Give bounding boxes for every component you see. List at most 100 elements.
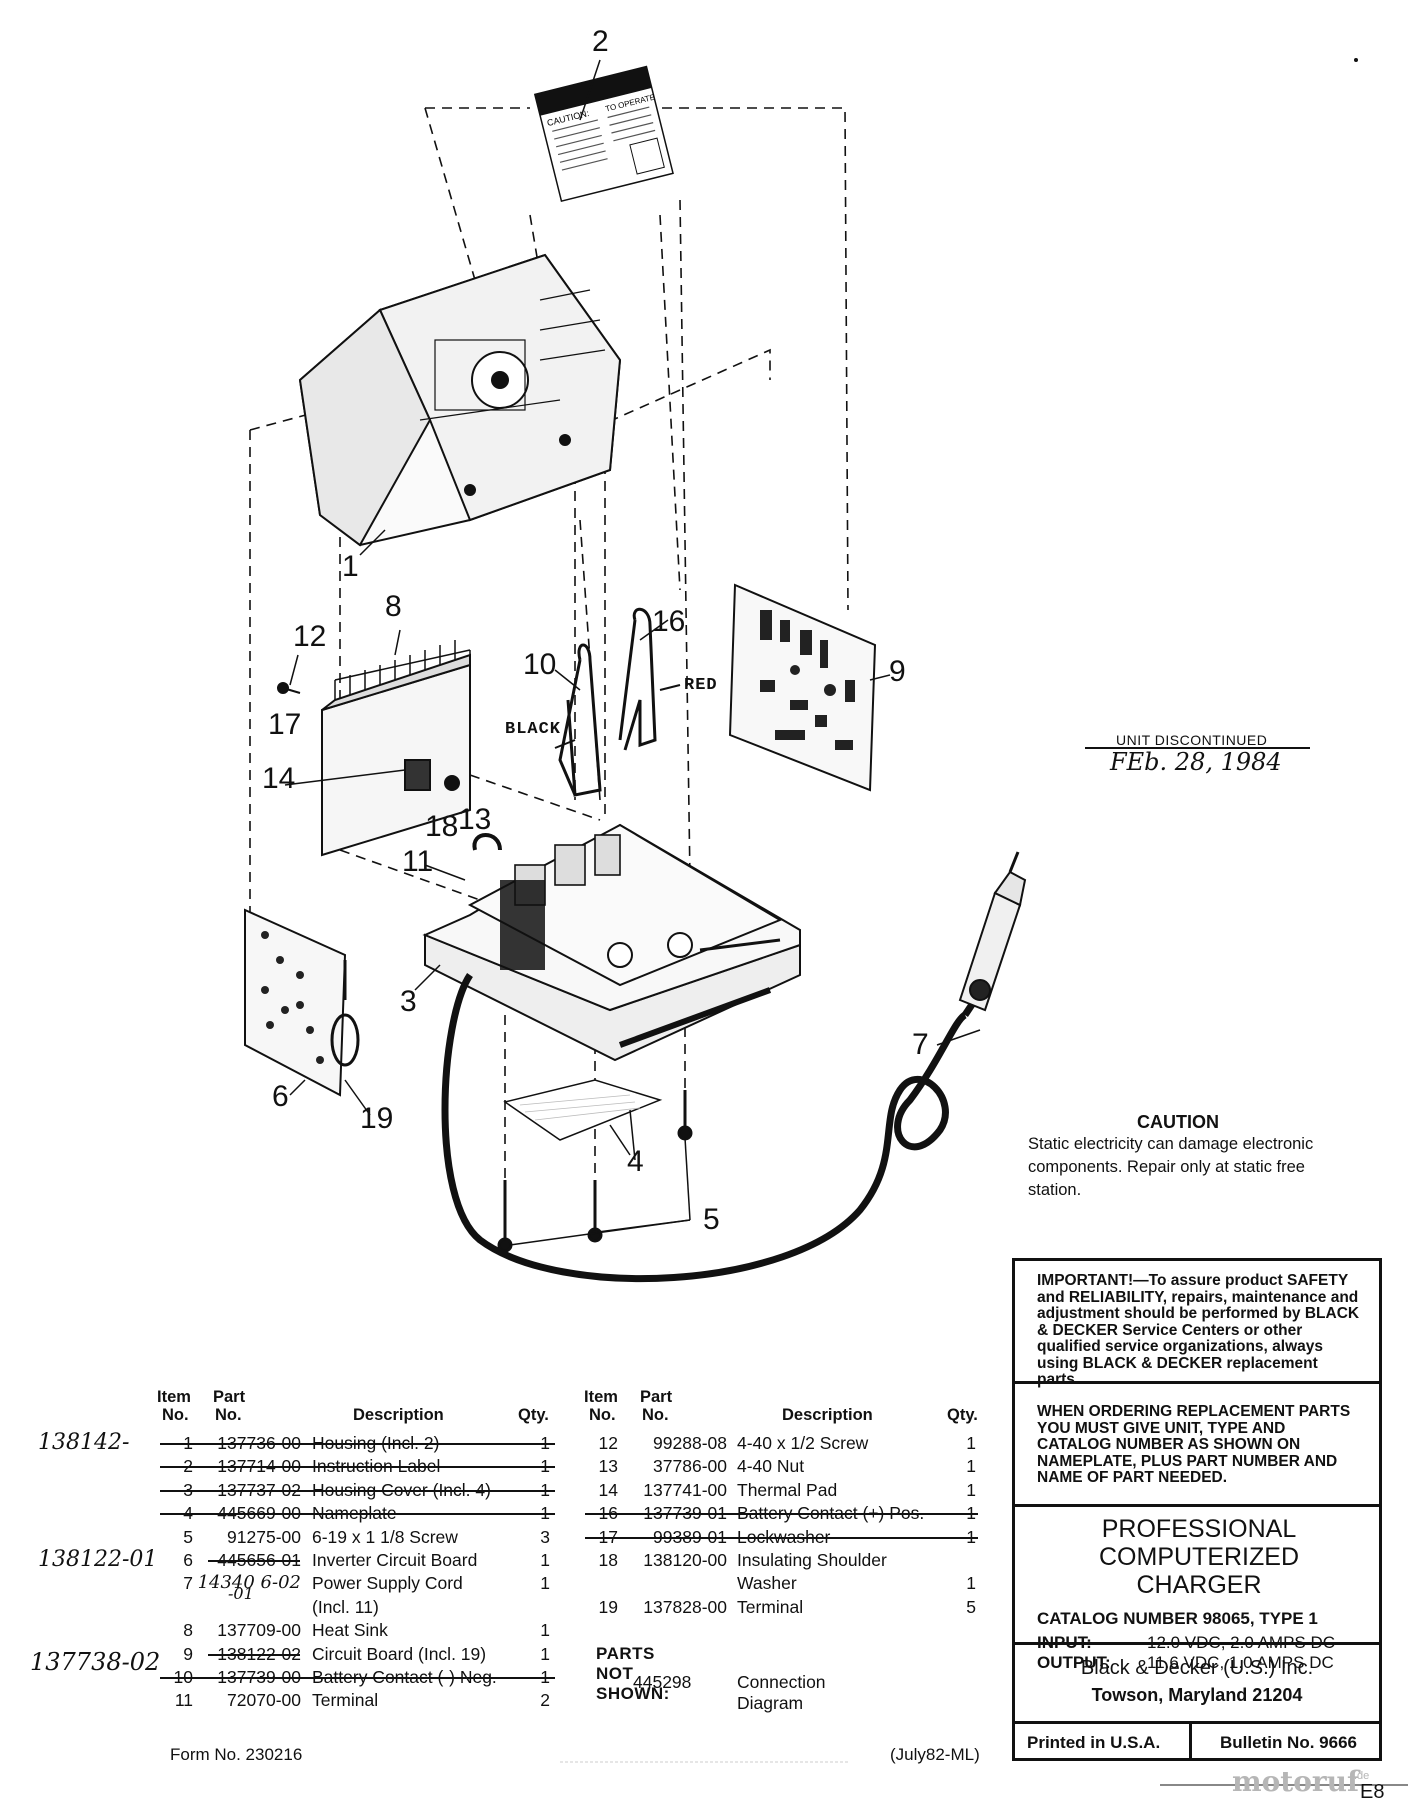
part-cell: 37786-00 xyxy=(653,1456,727,1477)
footer-date: (July82-ML) xyxy=(890,1745,980,1764)
item-cell: 13 xyxy=(598,1456,618,1477)
company-name: Black & Decker (U.S.) Inc. xyxy=(1080,1657,1314,1679)
qty-cell: 5 xyxy=(966,1596,976,1617)
table-row: (Incl. 11) xyxy=(0,1596,379,1618)
item-cell: 7 xyxy=(183,1573,193,1594)
ordering-box: WHEN ORDERING REPLACEMENT PARTS YOU MUST… xyxy=(1012,1381,1382,1507)
form-number: Form No. 230216 xyxy=(170,1745,303,1764)
handwritten-137738-02: 137738-02 xyxy=(30,1648,161,1676)
printed-text: Printed in U.S.A. xyxy=(1027,1733,1161,1752)
ordering-text: WHEN ORDERING REPLACEMENT PARTS YOU MUST… xyxy=(1037,1403,1351,1486)
description-cell: Inverter Circuit Board xyxy=(312,1550,478,1570)
description-cell: Insulating Shoulder xyxy=(737,1550,887,1570)
output-label: OUTPUT: xyxy=(1037,1653,1111,1672)
hdr-item: Item xyxy=(157,1388,191,1406)
important-text: IMPORTANT!—To assure product SAFETY and … xyxy=(1037,1272,1360,1388)
strike-line xyxy=(160,1443,555,1445)
housing-cover-drawing xyxy=(422,823,801,1062)
printed-box: Printed in U.S.A. xyxy=(1012,1721,1192,1761)
caution-body: Static electricity can damage electronic… xyxy=(1028,1135,1314,1199)
callout-13: 13 xyxy=(458,803,492,836)
output-value: 11.6 VDC, 1.0 AMPS DC xyxy=(1147,1653,1334,1672)
parts-not-shown-desc: Connection Diagram xyxy=(737,1672,826,1713)
table-row: 18 138120-00 Insulating Shoulder xyxy=(0,1549,887,1571)
qty-cell: 2 xyxy=(540,1690,550,1711)
item-cell: 18 xyxy=(598,1550,618,1570)
strike-line xyxy=(160,1677,555,1679)
description-cell: 4-40 x 1/2 Screw xyxy=(737,1433,869,1453)
parts-not-shown-title: PARTS NOT SHOWN: xyxy=(596,1644,670,1703)
bulletin-text: Bulletin No. 9666 xyxy=(1220,1733,1357,1752)
discontinued-title: UNIT DISCONTINUED xyxy=(1116,732,1268,748)
strike-line xyxy=(585,1536,978,1539)
callout-17: 17 xyxy=(268,708,302,741)
hdr-part-no: No. xyxy=(215,1406,242,1424)
callout-19: 19 xyxy=(360,1102,394,1135)
qty-cell: 1 xyxy=(540,1573,550,1594)
battery-contacts-drawing xyxy=(554,607,681,797)
inverter-board-drawing xyxy=(244,908,360,1097)
product-title-2: COMPUTERIZED CHARGER xyxy=(1099,1543,1299,1599)
caution-note: CAUTION Static electricity can damage el… xyxy=(1028,1112,1328,1202)
qty-cell: 1 xyxy=(540,1620,550,1641)
caution-title: CAUTION xyxy=(1137,1112,1219,1132)
callout-8: 8 xyxy=(385,590,402,623)
heat-sink-drawing xyxy=(321,640,471,857)
callout-16: 16 xyxy=(652,605,686,638)
part-cell: 72070-00 xyxy=(227,1690,301,1711)
item-cell: 11 xyxy=(174,1690,193,1711)
description-cell: Terminal xyxy=(737,1596,804,1617)
part-cell: 138120-00 xyxy=(643,1550,727,1570)
callout-9: 9 xyxy=(889,655,906,688)
item-cell: 8 xyxy=(183,1620,193,1641)
hdr-item-no-r: No. xyxy=(589,1406,616,1424)
watermark-suffix: .de xyxy=(1354,1770,1370,1782)
circuit-board-9-drawing xyxy=(728,583,877,792)
callout-4: 4 xyxy=(627,1145,644,1178)
description-cell: Heat Sink xyxy=(312,1620,388,1641)
nameplate-4-drawing xyxy=(503,1079,663,1141)
callout-3: 3 xyxy=(400,985,417,1018)
callout-10: 10 xyxy=(523,648,557,681)
description-cell: Circuit Board (Incl. 19) xyxy=(312,1643,487,1664)
item-cell: 12 xyxy=(598,1433,618,1453)
callout-6: 6 xyxy=(272,1080,289,1113)
part-cell: 137709-00 xyxy=(217,1620,301,1641)
part-strike-line xyxy=(208,1653,300,1656)
hdr-qty-r: Qty. xyxy=(947,1406,978,1424)
item-cell: 14 xyxy=(598,1479,618,1500)
qty-cell: 1 xyxy=(966,1573,976,1594)
product-title-1: PROFESSIONAL xyxy=(1101,1515,1297,1543)
item-cell: 9 xyxy=(183,1643,193,1664)
item-cell: 6 xyxy=(183,1550,193,1570)
hdr-part: Part xyxy=(213,1388,246,1406)
page-number: E8 xyxy=(1360,1781,1385,1803)
handwritten-138142: 138142- xyxy=(38,1430,130,1455)
table-row: 8 137709-00 Heat Sink 1 xyxy=(0,1619,550,1641)
description-cell: Power Supply Cord xyxy=(312,1573,463,1594)
callout-5: 5 xyxy=(703,1203,720,1236)
qty-cell: 1 xyxy=(540,1550,550,1570)
bulletin-box: Bulletin No. 9666 xyxy=(1189,1721,1382,1761)
parts-not-shown-part: 445298 xyxy=(633,1672,692,1692)
callout-14: 14 xyxy=(262,762,296,795)
handwritten-suffix-01: -01 xyxy=(228,1584,254,1603)
description-cell: (Incl. 11) xyxy=(312,1596,379,1617)
callout-1: 1 xyxy=(342,550,359,583)
qty-cell: 1 xyxy=(966,1479,976,1500)
hdr-part-r: Part xyxy=(640,1388,673,1406)
qty-cell: 1 xyxy=(540,1643,550,1664)
